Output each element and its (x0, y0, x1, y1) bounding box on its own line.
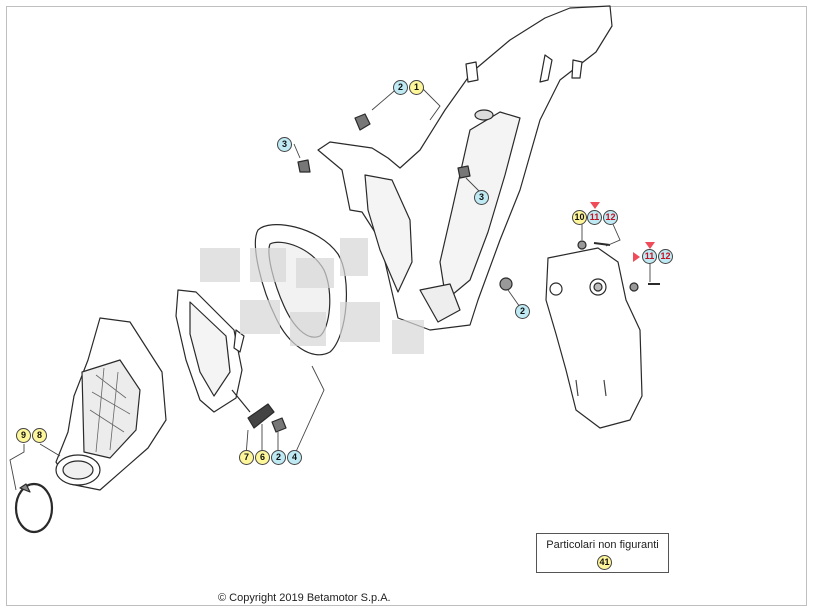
copyright-text: © Copyright 2019 Betamotor S.p.A. (218, 592, 391, 604)
hose-clamp (14, 482, 54, 534)
callout-12-side: 12 (658, 249, 673, 264)
callout-8: 8 (32, 428, 47, 443)
marker-triangle-icon (590, 202, 600, 209)
marker-triangle-icon (633, 252, 640, 262)
callout-9: 9 (16, 428, 31, 443)
callout-2-frame: 2 (393, 80, 408, 95)
callout-4: 4 (287, 450, 302, 465)
legend-title: Particolari non figuranti (546, 539, 659, 551)
legend-callout-41: 41 (597, 555, 612, 570)
not-shown-parts-legend: Particolari non figuranti 41 (536, 533, 669, 573)
callout-6: 6 (255, 450, 270, 465)
callout-11-side: 11 (642, 249, 657, 264)
marker-triangle-icon (645, 242, 655, 249)
callout-3-left: 3 (277, 137, 292, 152)
callout-2-plug: 2 (515, 304, 530, 319)
callout-3-right: 3 (474, 190, 489, 205)
frame-inner-left (364, 174, 413, 293)
callout-11-top: 11 (587, 210, 602, 225)
callout-7: 7 (239, 450, 254, 465)
callout-12-top: 12 (603, 210, 618, 225)
frame-inner-right (439, 111, 521, 301)
callout-1-frame: 1 (409, 80, 424, 95)
callout-10: 10 (572, 210, 587, 225)
heat-shield (545, 247, 643, 429)
callout-2-filter: 2 (271, 450, 286, 465)
